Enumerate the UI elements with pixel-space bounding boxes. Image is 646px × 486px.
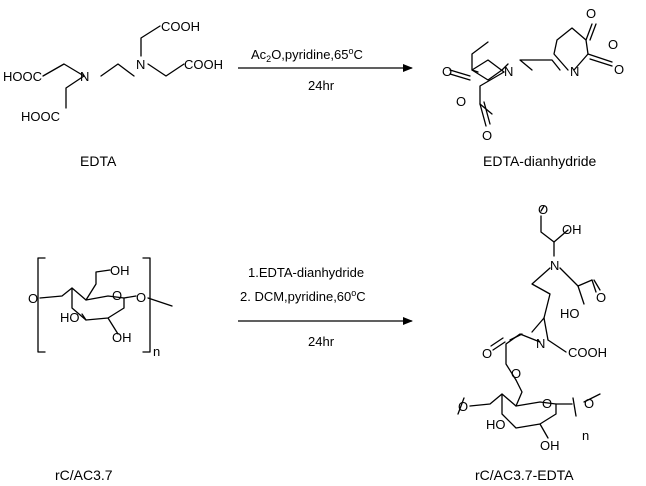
edta-product-o-mid: O bbox=[596, 290, 606, 305]
edta-caption: EDTA bbox=[80, 153, 117, 169]
cellulose-n-subscript: n bbox=[153, 344, 160, 359]
dianhydride-o-ketone-tr: O bbox=[586, 6, 596, 21]
edta-product-n2: N bbox=[536, 336, 545, 351]
edta-product-o-link: O bbox=[511, 366, 521, 381]
edta-product-oh-bottom: OH bbox=[540, 438, 560, 453]
reaction2-condition-line3: 24hr bbox=[308, 334, 335, 349]
cellulose-oh-bottom: OH bbox=[112, 330, 132, 345]
rcac37-caption: rC/AC3.7 bbox=[55, 467, 113, 483]
edta-product-o-left: O bbox=[458, 399, 468, 414]
cellulose-o-right: O bbox=[136, 290, 146, 305]
reaction2-condition-line2: 2. DCM,pyridine,60oC bbox=[240, 288, 366, 304]
cellulose-ho-left: HO bbox=[60, 310, 80, 325]
edta-dianhydride-structure bbox=[449, 23, 613, 127]
edta-product-o-ring: O bbox=[542, 396, 552, 411]
cellulose-edta-structure bbox=[457, 205, 601, 439]
dianhydride-n1: N bbox=[504, 64, 513, 79]
edta-hooc-left-label: HOOC bbox=[3, 69, 42, 84]
dianhydride-o-ring-right: O bbox=[608, 37, 618, 52]
cellulose-oh-top: OH bbox=[110, 263, 130, 278]
edta-product-o-right: O bbox=[584, 396, 594, 411]
edta-product-o-ester: O bbox=[482, 346, 492, 361]
dianhydride-o-ketone-r: O bbox=[614, 62, 624, 77]
edta-product-o-top: O bbox=[538, 202, 548, 217]
edta-cooh-right-label: COOH bbox=[184, 57, 223, 72]
edta-n2-label: N bbox=[136, 57, 145, 72]
dianhydride-o-ketone-l: O bbox=[442, 64, 452, 79]
edta-cooh-top-label: COOH bbox=[161, 19, 200, 34]
dianhydride-o-ketone-bl: O bbox=[482, 128, 492, 143]
dianhydride-o-ring-left: O bbox=[456, 94, 466, 109]
dianhydride-n2: N bbox=[570, 64, 579, 79]
edta-structure: HOOC N N COOH COOH HOOC bbox=[3, 19, 223, 124]
edta-product-cooh: COOH bbox=[568, 345, 607, 360]
cellulose-o-left: O bbox=[28, 291, 38, 306]
edta-product-ho-mid: HO bbox=[560, 306, 580, 321]
edta-dianhydride-caption: EDTA-dianhydride bbox=[483, 153, 597, 169]
rcac37-edta-caption: rC/AC3.7-EDTA bbox=[475, 467, 574, 483]
edta-product-n-subscript: n bbox=[582, 428, 589, 443]
edta-product-n1: N bbox=[550, 258, 559, 273]
edta-hooc-bottom-label: HOOC bbox=[21, 109, 60, 124]
cellulose-structure bbox=[37, 257, 173, 353]
reaction1-condition-line1: Ac2O,pyridine,65oC bbox=[251, 46, 363, 64]
reaction1-condition-line2: 24hr bbox=[308, 78, 335, 93]
reaction2-condition-line1: 1.EDTA-dianhydride bbox=[248, 265, 364, 280]
cellulose-o-ring: O bbox=[112, 288, 122, 303]
edta-product-ho-left: HO bbox=[486, 417, 506, 432]
edta-n1-label: N bbox=[80, 69, 89, 84]
edta-product-oh-top: OH bbox=[562, 222, 582, 237]
